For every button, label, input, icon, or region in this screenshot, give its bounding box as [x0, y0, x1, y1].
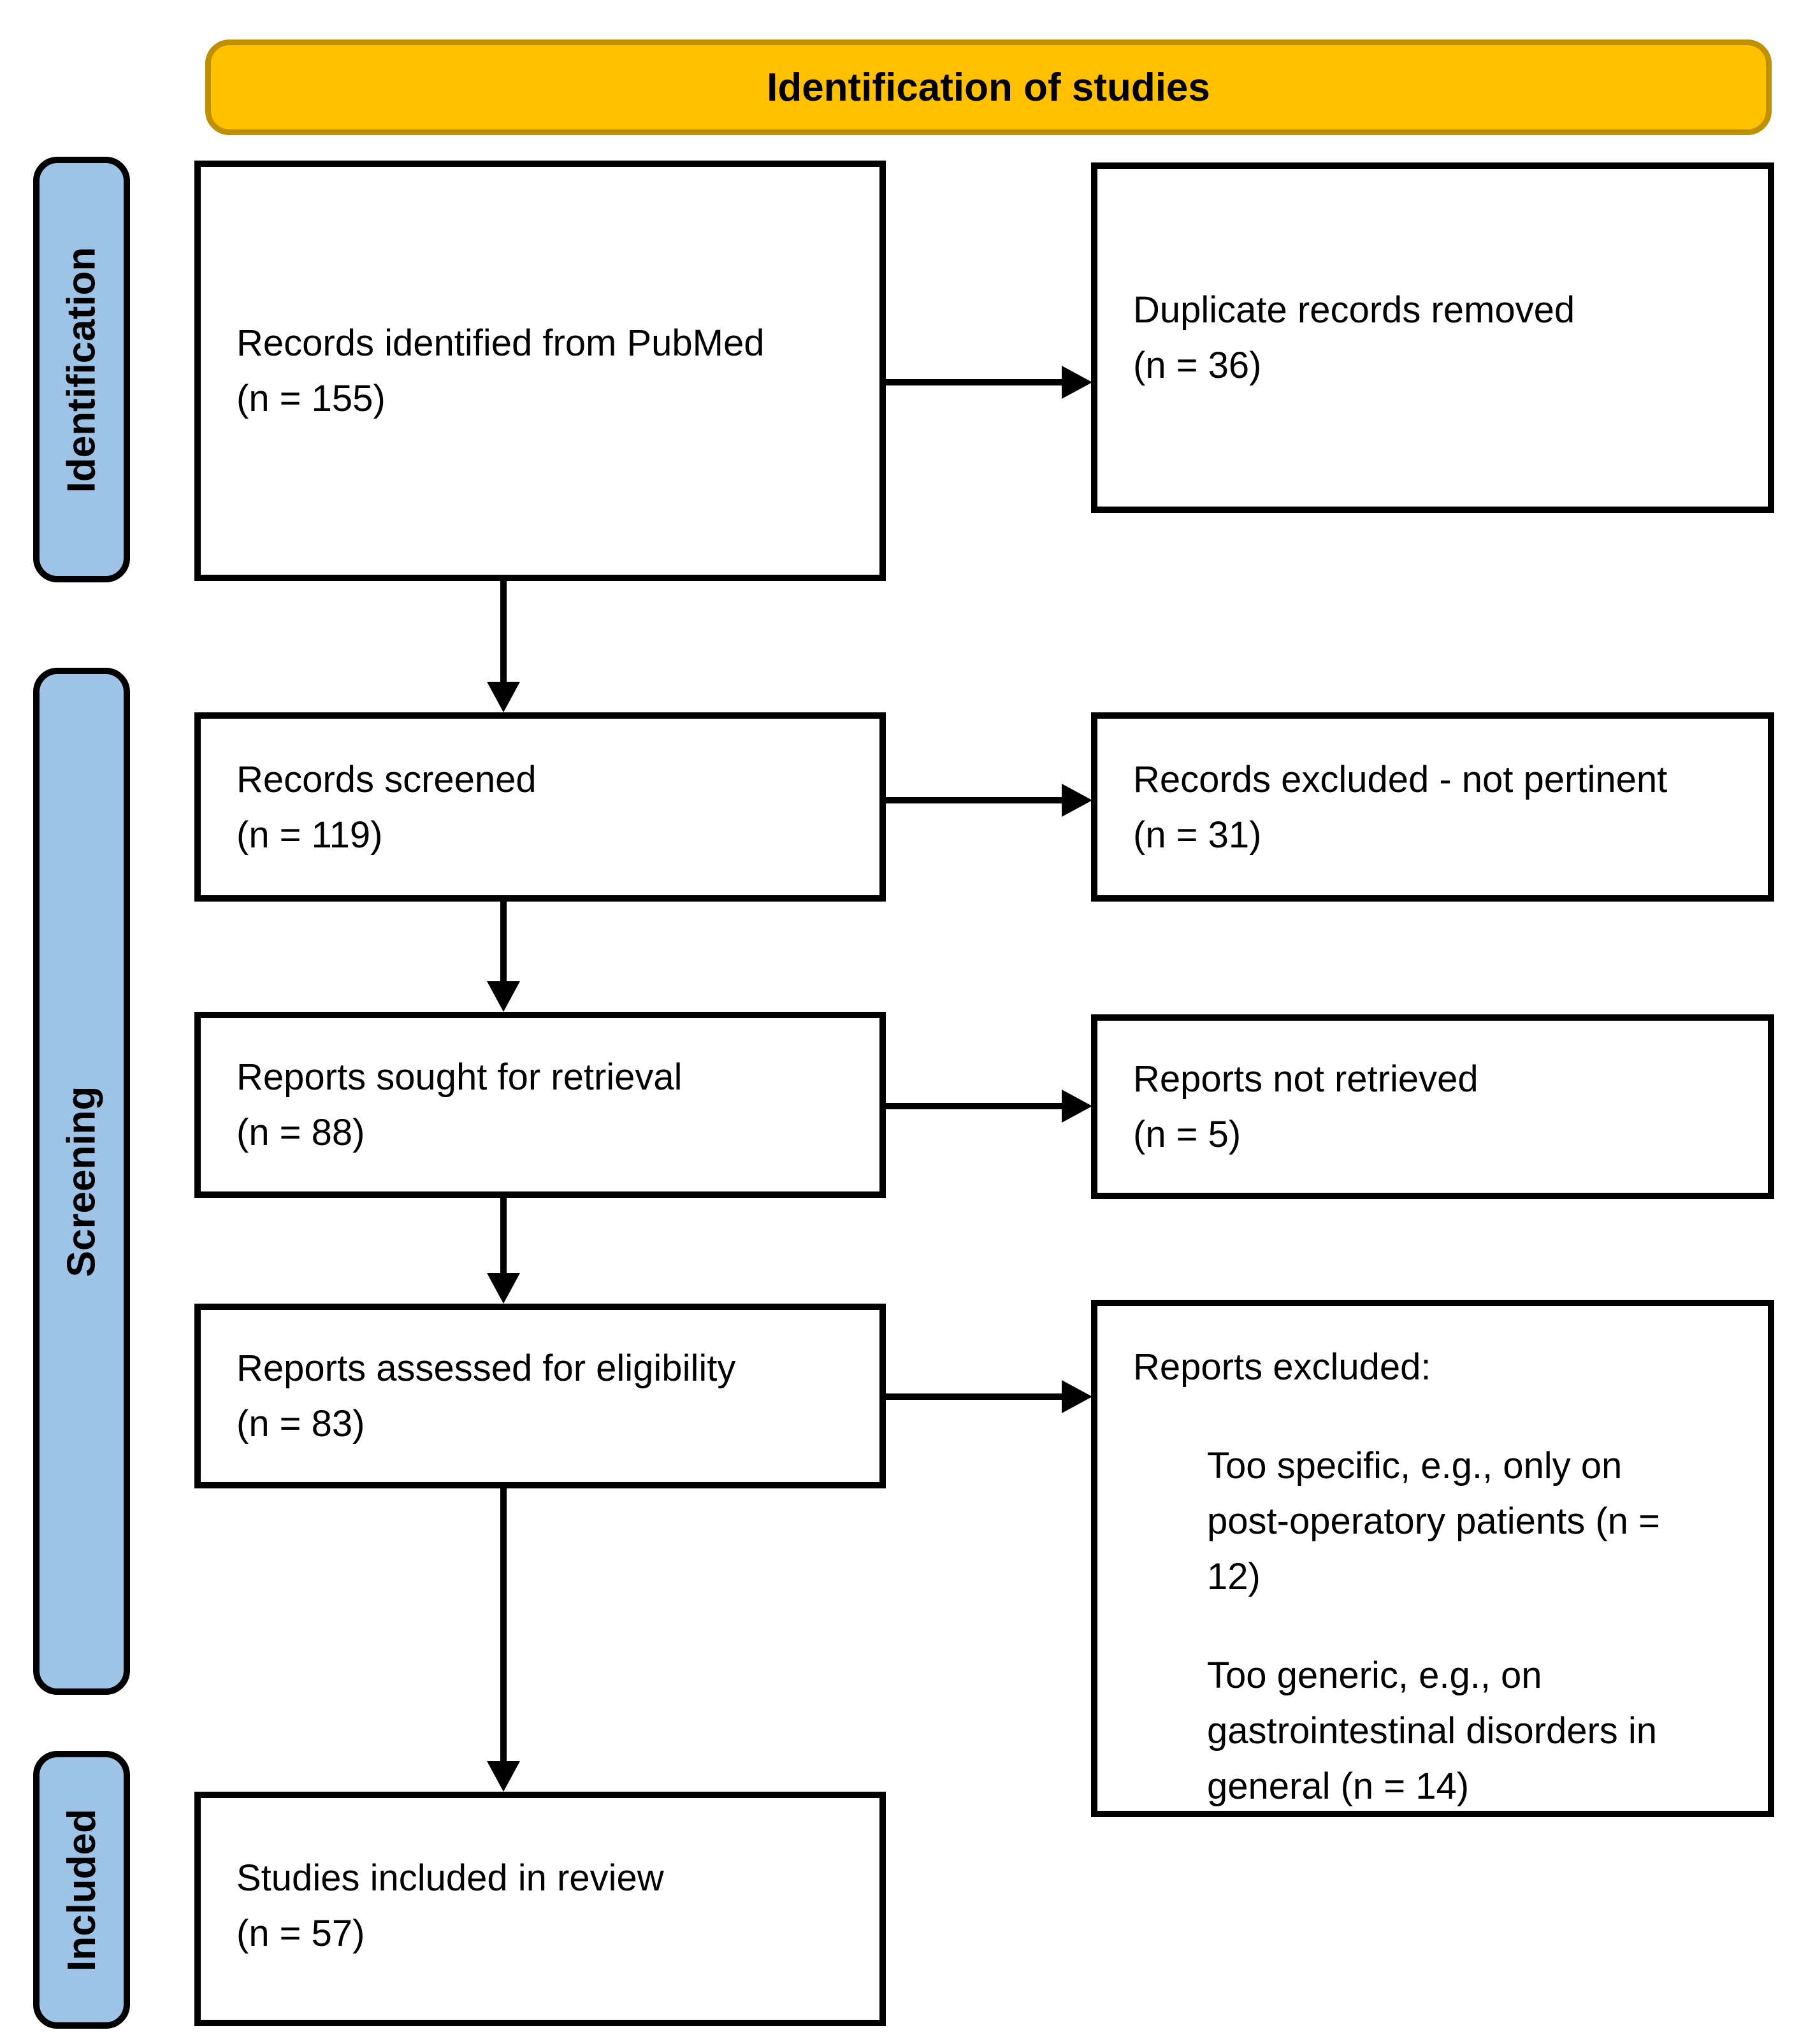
- stage-screening-label: Screening: [59, 1086, 104, 1277]
- stage-identification: Identification: [33, 157, 130, 582]
- stage-included: Included: [33, 1751, 130, 2029]
- stage-screening: Screening: [33, 668, 130, 1695]
- arrow-screened-to-sought-head: [487, 981, 520, 1012]
- arrow-assessed-to-included-head: [487, 1761, 520, 1792]
- box-records-identified: Records identified from PubMed (n = 155): [194, 161, 886, 581]
- box-records-excluded-count: (n = 31): [1133, 814, 1262, 856]
- box-duplicates-removed: Duplicate records removed (n = 36): [1091, 162, 1774, 513]
- arrow-sought-to-assessed-head: [487, 1273, 520, 1304]
- arrow-assessed-to-included-line: [500, 1488, 507, 1762]
- box-reports-sought-line1: Reports sought for retrieval: [236, 1056, 683, 1098]
- arrow-identified-to-screened-line: [500, 581, 507, 683]
- arrow-screened-to-sought-line: [500, 902, 507, 982]
- box-reports-not-retrieved-line1: Reports not retrieved: [1133, 1058, 1479, 1100]
- box-reports-sought-count: (n = 88): [236, 1112, 365, 1153]
- box-reports-excluded-reason-too-specific: Too specific, e.g., only on post-operato…: [1207, 1445, 1660, 1597]
- box-records-screened: Records screened (n = 119): [194, 712, 886, 902]
- box-reports-not-retrieved-count: (n = 5): [1133, 1114, 1241, 1155]
- box-reports-excluded-reason-too-generic: Too generic, e.g., on gastrointestinal d…: [1207, 1655, 1658, 1807]
- box-reports-assessed: Reports assessed for eligibility (n = 83…: [194, 1304, 886, 1488]
- arrow-assessed-to-reportsexcluded-line: [886, 1393, 1062, 1400]
- box-reports-excluded-title: Reports excluded:: [1133, 1346, 1431, 1388]
- box-duplicates-removed-line1: Duplicate records removed: [1133, 289, 1575, 331]
- box-reports-excluded: Reports excluded: Too specific, e.g., on…: [1091, 1300, 1774, 1817]
- arrow-assessed-to-reportsexcluded-head: [1062, 1380, 1092, 1413]
- box-duplicates-removed-count: (n = 36): [1133, 345, 1262, 386]
- box-studies-included: Studies included in review (n = 57): [194, 1792, 886, 2026]
- title-banner: Identification of studies: [205, 40, 1772, 135]
- box-records-identified-count: (n = 155): [236, 378, 386, 419]
- box-records-excluded: Records excluded - not pertinent (n = 31…: [1091, 712, 1774, 902]
- box-reports-assessed-line1: Reports assessed for eligibility: [236, 1348, 736, 1389]
- box-records-excluded-line1: Records excluded - not pertinent: [1133, 758, 1668, 800]
- arrow-identified-to-duplicates-line: [886, 379, 1062, 385]
- box-studies-included-line1: Studies included in review: [236, 1857, 664, 1899]
- title-banner-label: Identification of studies: [767, 65, 1210, 110]
- box-reports-sought: Reports sought for retrieval (n = 88): [194, 1012, 886, 1198]
- arrow-identified-to-screened-head: [487, 682, 520, 712]
- box-studies-included-count: (n = 57): [236, 1913, 365, 1954]
- box-records-screened-count: (n = 119): [236, 814, 383, 856]
- box-records-screened-line1: Records screened: [236, 758, 537, 800]
- box-records-identified-line1: Records identified from PubMed: [236, 322, 765, 364]
- arrow-sought-to-assessed-line: [500, 1198, 507, 1274]
- arrow-sought-to-notretrieved-line: [886, 1103, 1062, 1109]
- box-reports-not-retrieved: Reports not retrieved (n = 5): [1091, 1014, 1774, 1199]
- arrow-screened-to-excluded-line: [886, 797, 1062, 803]
- arrow-sought-to-notretrieved-head: [1062, 1090, 1092, 1123]
- arrow-identified-to-duplicates-head: [1062, 366, 1092, 399]
- stage-identification-label: Identification: [59, 247, 104, 493]
- box-reports-assessed-count: (n = 83): [236, 1403, 365, 1444]
- stage-included-label: Included: [59, 1808, 104, 1971]
- arrow-screened-to-excluded-head: [1062, 784, 1092, 817]
